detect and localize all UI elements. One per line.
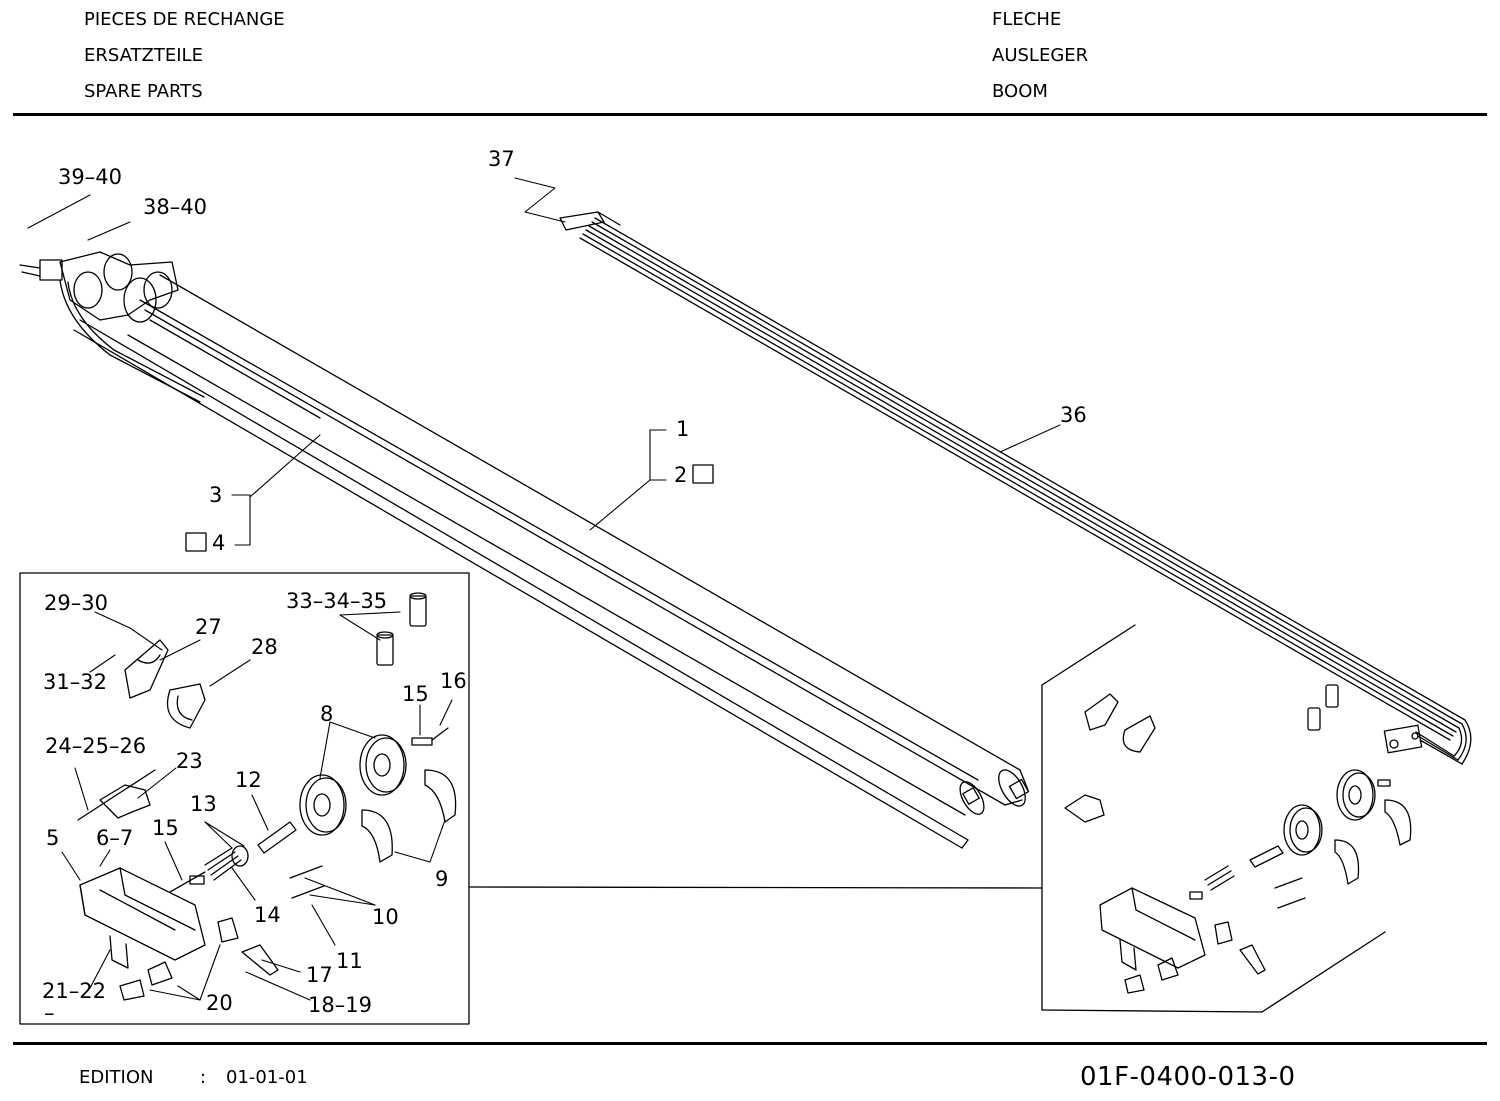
header-left-line-2: ERSATZTEILE xyxy=(84,45,203,66)
callout-33-34-35: 33–34–35 xyxy=(286,589,387,613)
callout-38-40: 38–40 xyxy=(143,195,207,219)
callout-21-22: 21–22 xyxy=(42,979,106,1003)
boom-cylinders xyxy=(73,274,1030,849)
right-perspective-detail xyxy=(1041,624,1412,1013)
edition-label: EDITION xyxy=(79,1067,154,1088)
callout-27: 27 xyxy=(195,615,222,639)
boom-head-assembly xyxy=(19,251,205,403)
header-left-line-3: SPARE PARTS xyxy=(84,81,203,102)
callout-15-lower: 15 xyxy=(152,816,179,840)
callout-9: 9 xyxy=(435,867,448,891)
callout-4: 4 xyxy=(212,531,225,555)
callout-37: 37 xyxy=(488,147,515,171)
edition-separator: : xyxy=(200,1067,207,1088)
callout-16: 16 xyxy=(440,669,467,693)
callout-36: 36 xyxy=(1060,403,1087,427)
header-right-line-1: FLECHE xyxy=(992,9,1062,30)
inset-leader-lines xyxy=(61,611,453,1001)
header-right-line-3: BOOM xyxy=(992,81,1048,102)
callout-39-40: 39–40 xyxy=(58,165,122,189)
callout-24-25-26: 24–25–26 xyxy=(45,734,146,758)
callout-20: 20 xyxy=(206,991,233,1015)
callout-29-30: 29–30 xyxy=(44,591,108,615)
detail-inset-frame xyxy=(19,572,470,1025)
marker-box-4 xyxy=(185,532,207,552)
callout-6-7: 6–7 xyxy=(96,826,133,850)
callout-23: 23 xyxy=(176,749,203,773)
header-rule xyxy=(13,113,1487,116)
callout-12: 12 xyxy=(235,768,262,792)
main-leader-lines xyxy=(27,177,1061,546)
header-left-line-1: PIECES DE RECHANGE xyxy=(84,9,285,30)
callout-15-upper: 15 xyxy=(402,682,429,706)
callout-dash: – xyxy=(44,1001,55,1025)
callout-13: 13 xyxy=(190,792,217,816)
cable-chain xyxy=(559,211,1472,765)
callout-10: 10 xyxy=(372,905,399,929)
callout-18-19: 18–19 xyxy=(308,993,372,1017)
callout-11: 11 xyxy=(336,949,363,973)
edition-value: 01-01-01 xyxy=(226,1067,308,1088)
callout-3: 3 xyxy=(209,483,222,507)
inset-parts xyxy=(77,592,457,1001)
document-number: 01F-0400-013-0 xyxy=(1080,1062,1296,1092)
callout-17: 17 xyxy=(306,963,333,987)
callout-2: 2 xyxy=(674,463,687,487)
callout-14: 14 xyxy=(254,903,281,927)
callout-1: 1 xyxy=(676,417,689,441)
callout-8: 8 xyxy=(320,702,333,726)
header-right-line-2: AUSLEGER xyxy=(992,45,1089,66)
marker-box-2 xyxy=(692,464,714,484)
callout-31-32: 31–32 xyxy=(43,670,107,694)
footer-rule xyxy=(13,1042,1487,1045)
callout-28: 28 xyxy=(251,635,278,659)
inset-connector-line xyxy=(468,886,1043,889)
callout-5: 5 xyxy=(46,826,59,850)
